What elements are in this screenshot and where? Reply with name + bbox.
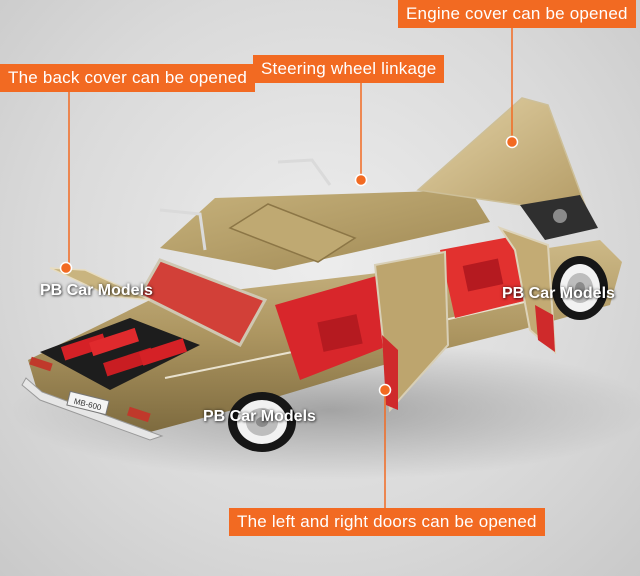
engine-part	[553, 209, 567, 223]
rear-bumper	[21, 377, 164, 441]
luggage	[138, 338, 188, 366]
callout-engine-cover: Engine cover can be opened	[398, 0, 636, 28]
luggage	[89, 327, 139, 357]
sunroof	[228, 203, 357, 263]
watermark: PB Car Models	[40, 282, 153, 299]
leader-dot	[354, 173, 368, 187]
callout-back-cover: The back cover can be opened	[0, 64, 256, 92]
license-plate	[66, 390, 110, 416]
trunk-opening	[40, 318, 200, 390]
front-door-inner	[535, 305, 555, 352]
leader-dot	[378, 383, 392, 397]
seat	[462, 258, 504, 292]
watermark: PB Car Models	[502, 285, 615, 302]
rear-window	[137, 258, 268, 347]
rear-wheel	[228, 392, 296, 452]
open-hood	[416, 97, 587, 211]
front-wheel	[552, 256, 608, 320]
leader-dot	[59, 261, 73, 275]
luggage	[60, 333, 108, 361]
leader-dot	[505, 135, 519, 149]
seat	[317, 314, 363, 352]
open-trunk-lid	[49, 267, 151, 301]
door-frame-chrome	[277, 158, 332, 186]
door-frame-chrome	[159, 208, 207, 251]
callout-steering-wheel: Steering wheel linkage	[253, 55, 445, 83]
watermark: PB Car Models	[203, 408, 316, 425]
callout-doors: The left and right doors can be opened	[229, 508, 545, 536]
tail-light	[29, 356, 53, 372]
tail-light	[126, 406, 151, 423]
